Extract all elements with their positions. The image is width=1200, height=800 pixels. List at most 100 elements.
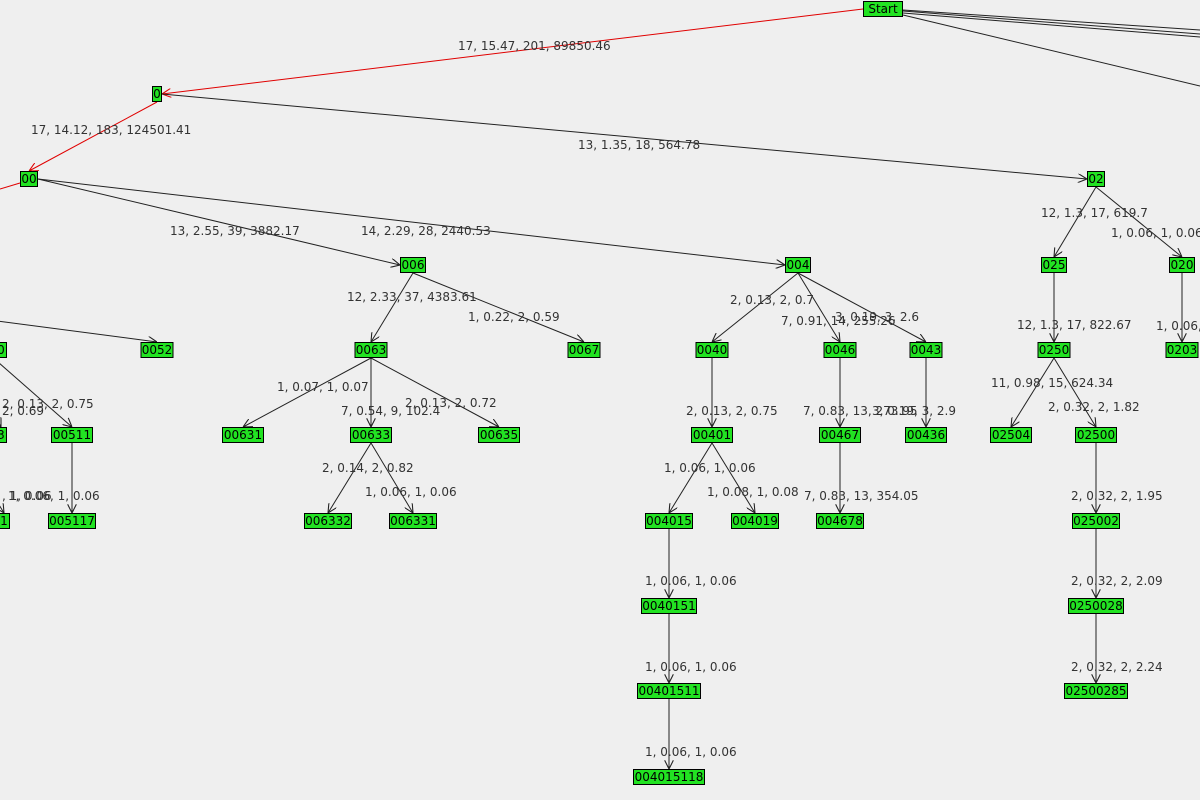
- tree-node-025002[interactable]: 025002: [1072, 513, 1120, 529]
- tree-node-02500285[interactable]: 02500285: [1064, 683, 1128, 699]
- tree-node-Start[interactable]: Start: [863, 1, 903, 17]
- tree-node-006331[interactable]: 006331: [389, 513, 437, 529]
- tree-node-0067[interactable]: 0067: [567, 342, 601, 358]
- edge-offscreen-2: [902, 12, 1200, 38]
- edge-label: 7, 0.83, 13, 273.95: [803, 404, 918, 418]
- tree-node-005117[interactable]: 005117: [48, 513, 96, 529]
- edge-label: 2, 0.32, 2, 2.24: [1071, 660, 1163, 674]
- edge-label: 1, 0.06, 1, 0.06: [1111, 226, 1200, 240]
- edge-label: 12, 1.3, 17, 822.67: [1017, 318, 1132, 332]
- edge-0063-00631: [243, 357, 372, 427]
- edge-label: 1, 0.22, 2, 0.59: [468, 310, 560, 324]
- tree-node-0040151[interactable]: 0040151: [641, 598, 697, 614]
- tree-node-0040[interactable]: 0040: [695, 342, 729, 358]
- tree-node-020[interactable]: 020: [1169, 257, 1195, 273]
- edge-label: 2, 0.13, 2, 0.75: [686, 404, 778, 418]
- tree-node-00635[interactable]: 00635: [478, 427, 520, 443]
- edge-label: 2, 0.13, 2, 0.72: [405, 396, 497, 410]
- edge-00401-004019: [711, 442, 755, 513]
- edge-02-020: [1095, 186, 1182, 257]
- edge-label: 11, 0.98, 15, 624.34: [991, 376, 1114, 390]
- edge-label: 2, 0.32, 2, 2.09: [1071, 574, 1163, 588]
- edge-02-025: [1054, 186, 1097, 257]
- tree-node-0046[interactable]: 0046: [823, 342, 857, 358]
- tree-node-004678[interactable]: 004678: [816, 513, 864, 529]
- edge-offscreen-3: [902, 14, 1200, 87]
- edge-label: 13, 2.55, 39, 3882.17: [170, 224, 300, 238]
- edge-label: 1, 0.06, 1, 0.06: [645, 660, 737, 674]
- edge-004-0040: [712, 272, 799, 342]
- edge-label: 1, 0.08, 1, 0.08: [707, 485, 799, 499]
- edge-00-006: [37, 178, 400, 265]
- edge-0-00: [29, 101, 158, 171]
- edge-00633-006332: [328, 442, 372, 513]
- edge-label: 1, 0.06, 1, 0.06: [664, 461, 756, 475]
- edge-0250-02500: [1053, 357, 1096, 427]
- edge-label: 1, 0.06, 1, 0.06: [8, 489, 100, 503]
- edge-label: 7, 0.83, 13, 354.05: [804, 489, 919, 503]
- tree-node-0052[interactable]: 0052: [140, 342, 174, 358]
- tree-node-0250028[interactable]: 0250028: [1068, 598, 1124, 614]
- tree-node-00467[interactable]: 00467: [819, 427, 861, 443]
- edge-label: 13, 1.35, 18, 564.78: [578, 138, 701, 152]
- tree-node-00436[interactable]: 00436: [905, 427, 947, 443]
- edge-0063-00635: [370, 357, 499, 427]
- tree-node-00x2[interactable]: 3: [0, 427, 7, 443]
- edge-label: 2, 0.14, 2, 0.82: [322, 461, 414, 475]
- edge-offscreen-0: [902, 9, 1200, 31]
- tree-node-0[interactable]: 0: [152, 86, 162, 102]
- edge-0250-02504: [1011, 357, 1055, 427]
- edge-label: 2, 0.13, 2, 0.75: [2, 397, 94, 411]
- tree-node-00[interactable]: 00: [20, 171, 38, 187]
- edge-label: 2, 0.69: [2, 404, 44, 418]
- edge-label: 1, 0.06,: [1156, 319, 1200, 333]
- tree-node-0203[interactable]: 0203: [1165, 342, 1199, 358]
- tree-node-02[interactable]: 02: [1087, 171, 1105, 187]
- tree-node-0063[interactable]: 0063: [354, 342, 388, 358]
- edge-00x4-0052: [0, 320, 157, 342]
- edge-label: 1, 0.06, 1, 0.06: [645, 574, 737, 588]
- edge-label: , 1, 0.06: [2, 489, 52, 503]
- tree-node-00511[interactable]: 00511: [51, 427, 93, 443]
- edge-label: 3, 0.19, 3, 2.9: [872, 404, 956, 418]
- tree-node-00x3[interactable]: 1: [0, 513, 10, 529]
- tree-node-004019[interactable]: 004019: [731, 513, 779, 529]
- edge-00-004: [37, 178, 785, 265]
- edge-label: 1, 0.06, 1, 0.06: [365, 485, 457, 499]
- tree-node-004[interactable]: 004: [785, 257, 811, 273]
- edge-offscreen-red: [0, 182, 21, 190]
- tree-node-0043[interactable]: 0043: [909, 342, 943, 358]
- tree-node-02500[interactable]: 02500: [1075, 427, 1117, 443]
- tree-node-00401511[interactable]: 00401511: [637, 683, 701, 699]
- edge-006-0063: [371, 272, 414, 342]
- edge-label: 1, 0.06, 1, 0.06: [645, 745, 737, 759]
- edge-004-0046: [797, 272, 840, 342]
- tree-node-00633[interactable]: 00633: [350, 427, 392, 443]
- edge-label: 2, 0.32, 2, 1.95: [1071, 489, 1163, 503]
- edge-label: 17, 14.12, 183, 124501.41: [31, 123, 192, 137]
- tree-node-02504[interactable]: 02504: [990, 427, 1032, 443]
- tree-node-025[interactable]: 025: [1041, 257, 1067, 273]
- tree-node-0250[interactable]: 0250: [1037, 342, 1071, 358]
- edge-label: 3, 0.19, 3, 2.6: [835, 310, 919, 324]
- edge-Start-0: [162, 8, 864, 94]
- edge-00x7-00x3: [0, 490, 4, 513]
- edge-label: 7, 0.91, 14, 255.26: [781, 314, 896, 328]
- edge-label: 17, 15.47, 201, 89850.46: [458, 39, 611, 53]
- edge-label: 2, 0.32, 2, 1.82: [1048, 400, 1140, 414]
- edge-label: 14, 2.29, 28, 2440.53: [361, 224, 491, 238]
- edge-offscreen-1: [902, 10, 1200, 35]
- edge-0-02: [161, 93, 1087, 179]
- tree-node-004015118[interactable]: 004015118: [633, 769, 705, 785]
- tree-node-004015[interactable]: 004015: [645, 513, 693, 529]
- tree-node-00x1[interactable]: 0: [0, 342, 7, 358]
- edge-00401-004015: [669, 442, 713, 513]
- tree-node-00631[interactable]: 00631: [222, 427, 264, 443]
- tree-node-006[interactable]: 006: [400, 257, 426, 273]
- edge-label: 12, 2.33, 37, 4383.61: [347, 290, 477, 304]
- tree-node-00401[interactable]: 00401: [691, 427, 733, 443]
- tree-node-006332[interactable]: 006332: [304, 513, 352, 529]
- edge-label: 1, 0.07, 1, 0.07: [277, 380, 369, 394]
